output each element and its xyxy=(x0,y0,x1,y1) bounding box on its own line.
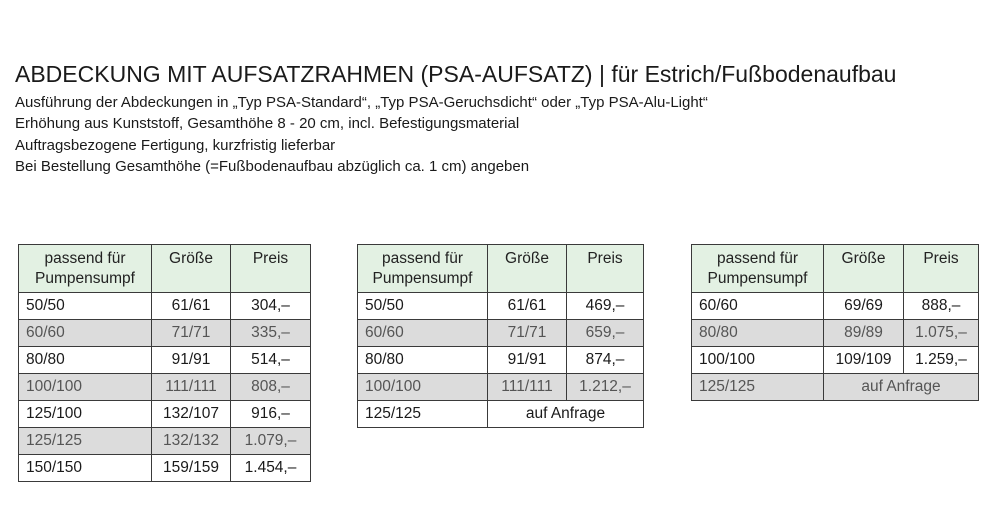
cell-price: 1.259,– xyxy=(903,346,979,374)
cell-size: 89/89 xyxy=(823,319,904,347)
cell-price: 469,– xyxy=(566,292,644,320)
description-block: Ausführung der Abdeckungen in „Typ PSA-S… xyxy=(15,92,708,177)
cell-size: 61/61 xyxy=(151,292,231,320)
cell-size: 109/109 xyxy=(823,346,904,374)
column-header-fit-line1: passend für xyxy=(44,250,126,267)
column-header-fit-line2: Pumpensumpf xyxy=(35,270,135,287)
column-header-fit-line2: Pumpensumpf xyxy=(707,270,808,287)
cell-size: 91/91 xyxy=(487,346,567,374)
cell-size: 71/71 xyxy=(487,319,567,347)
cell-size: 111/111 xyxy=(487,373,567,401)
cell-price: 304,– xyxy=(230,292,311,320)
column-header-size: Größe xyxy=(823,244,904,293)
cell-fit: 50/50 xyxy=(357,292,488,320)
description-line: Bei Bestellung Gesamthöhe (=Fußbodenaufb… xyxy=(15,157,530,175)
cell-price: 514,– xyxy=(230,346,311,374)
column-header-fit-line2: Pumpensumpf xyxy=(372,270,473,287)
cell-fit: 150/150 xyxy=(18,454,152,482)
description-line: Auftragsbezogene Fertigung, kurzfristig … xyxy=(15,136,336,154)
cell-price: 808,– xyxy=(230,373,311,401)
cell-on-request: auf Anfrage xyxy=(823,373,979,401)
cell-fit: 100/100 xyxy=(357,373,488,401)
column-header-size: Größe xyxy=(151,244,231,293)
cell-size: 61/61 xyxy=(487,292,567,320)
cell-price: 916,– xyxy=(230,400,311,428)
column-header-price: Preis xyxy=(566,244,644,293)
cell-price: 1.079,– xyxy=(230,427,311,455)
cell-price: 1.212,– xyxy=(566,373,644,401)
cell-size: 71/71 xyxy=(151,319,231,347)
cell-size: 69/69 xyxy=(823,292,904,320)
column-header-fit-line1: passend für xyxy=(717,250,798,267)
cell-price: 874,– xyxy=(566,346,644,374)
cell-fit: 80/80 xyxy=(18,346,152,374)
cell-on-request: auf Anfrage xyxy=(487,400,644,428)
column-header-price: Preis xyxy=(903,244,979,293)
cell-fit: 125/125 xyxy=(18,427,152,455)
cell-fit: 100/100 xyxy=(18,373,152,401)
cell-price: 659,– xyxy=(566,319,644,347)
description-line: Erhöhung aus Kunststoff, Gesamthöhe 8 - … xyxy=(15,115,520,133)
cell-fit: 50/50 xyxy=(18,292,152,320)
column-header-size: Größe xyxy=(487,244,567,293)
column-header-price: Preis xyxy=(230,244,311,293)
column-header-fit-line1: passend für xyxy=(382,250,463,267)
cell-fit: 80/80 xyxy=(691,319,824,347)
cell-fit: 60/60 xyxy=(357,319,488,347)
cell-fit: 125/125 xyxy=(691,373,824,401)
cell-fit: 60/60 xyxy=(18,319,152,347)
cell-size: 159/159 xyxy=(151,454,231,482)
cell-fit: 80/80 xyxy=(357,346,488,374)
cell-fit: 60/60 xyxy=(691,292,824,320)
cell-price: 1.075,– xyxy=(903,319,979,347)
cell-price: 335,– xyxy=(230,319,311,347)
cell-fit: 100/100 xyxy=(691,346,824,374)
cell-size: 132/132 xyxy=(151,427,231,455)
page-title: ABDECKUNG MIT AUFSATZRAHMEN (PSA-AUFSATZ… xyxy=(15,61,897,87)
cell-fit: 125/100 xyxy=(18,400,152,428)
cell-size: 91/91 xyxy=(151,346,231,374)
cell-price: 888,– xyxy=(903,292,979,320)
cell-fit: 125/125 xyxy=(357,400,488,428)
cell-size: 132/107 xyxy=(151,400,231,428)
cell-size: 111/111 xyxy=(151,373,231,401)
cell-price: 1.454,– xyxy=(230,454,311,482)
description-line: Ausführung der Abdeckungen in „Typ PSA-S… xyxy=(15,94,708,111)
